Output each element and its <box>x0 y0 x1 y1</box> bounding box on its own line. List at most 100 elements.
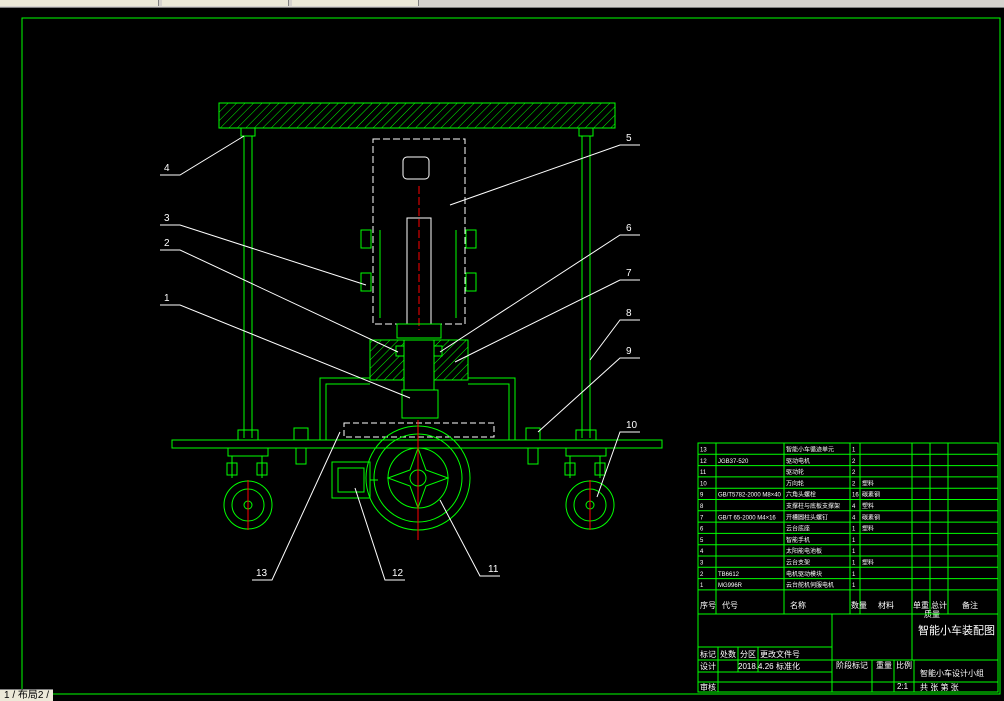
caster-wheel <box>564 456 615 530</box>
parts-cell-name: 云台舵机伺服电机 <box>786 581 834 589</box>
document-tab-strip <box>0 0 1004 8</box>
parts-cell-no: 12 <box>700 459 707 465</box>
parts-cell-material: 塑料 <box>862 559 874 567</box>
parts-cell-name: 太阳能电池板 <box>786 547 822 555</box>
base-plate <box>171 439 663 449</box>
parts-cell-qty: 1 <box>852 538 856 544</box>
parts-cell-qty: 2 <box>852 459 856 465</box>
callout-3: 3 <box>164 213 170 224</box>
callout-1: 1 <box>164 293 170 304</box>
layout-tab[interactable]: 1 / 布局2 / <box>0 689 54 701</box>
parts-cell-name: 智能小车循迹单元 <box>786 446 834 454</box>
parts-header-cell: 总计 <box>931 600 947 610</box>
drawing-border <box>21 17 1001 695</box>
title-block <box>697 613 999 693</box>
parts-cell-name: 开槽圆柱头螺钉 <box>786 513 828 521</box>
organization: 智能小车设计小组 <box>920 668 984 678</box>
parts-cell-no: 13 <box>700 448 707 454</box>
parts-cell-code: JGB37-520 <box>718 459 749 465</box>
parts-header-cell: 材料 <box>878 600 894 610</box>
standardization: 标准化 <box>776 661 800 671</box>
callout-8: 8 <box>626 308 632 319</box>
label-zone: 分区 <box>740 650 756 659</box>
callout-9: 9 <box>626 346 632 357</box>
callout-5: 5 <box>626 133 632 144</box>
parts-cell-qty: 16 <box>852 493 859 499</box>
parts-cell-code: MG996R <box>718 583 743 589</box>
parts-cell-name: 万向轮 <box>786 479 804 487</box>
gimbal-base <box>369 339 469 419</box>
parts-cell-no: 6 <box>700 527 704 533</box>
drive-motor <box>331 461 378 499</box>
label-weight: 重量 <box>876 660 892 670</box>
sheet-info: 共 张 第 张 <box>920 682 959 692</box>
parts-cell-code: TB6612 <box>718 572 740 578</box>
parts-header-cell: 数量 <box>851 600 867 610</box>
document-tab[interactable] <box>0 0 159 6</box>
callout-11: 11 <box>488 564 499 575</box>
leader-lines <box>160 135 640 581</box>
caster-wheel <box>223 456 273 530</box>
parts-cell-name: 智能手机 <box>786 536 810 544</box>
label-mark: 标记 <box>700 649 716 659</box>
parts-cell-qty: 1 <box>852 561 856 567</box>
parts-cell-material: 碳素钢 <box>862 513 880 521</box>
callout-6: 6 <box>626 223 632 234</box>
title-block-text: 智能小车装配图 标记 处数 分区 更改文件号 设计 2018.4.26 标准化 … <box>700 623 995 692</box>
parts-header-cell: 序号 <box>700 600 716 610</box>
parts-cell-name: 六角头螺栓 <box>786 491 816 499</box>
parts-cell-name: 驱动电机 <box>786 457 810 465</box>
callout-10: 10 <box>626 420 638 431</box>
parts-cell-no: 9 <box>700 493 704 499</box>
parts-cell-material: 塑料 <box>862 479 874 487</box>
parts-cell-name: 云台支架 <box>786 559 810 567</box>
document-tab[interactable] <box>162 0 289 6</box>
document-tab[interactable] <box>292 0 419 6</box>
parts-cell-no: 11 <box>700 470 707 476</box>
parts-cell-code: GB/T5782-2000 M8×40 <box>718 493 782 499</box>
callout-7: 7 <box>626 268 632 279</box>
parts-cell-qty: 4 <box>852 515 856 521</box>
parts-cell-qty: 1 <box>852 527 856 533</box>
callout-13: 13 <box>256 568 268 579</box>
parts-header-cell: 代号 <box>722 600 738 610</box>
callout-12: 12 <box>392 568 404 579</box>
callout-2: 2 <box>164 238 170 249</box>
solar-panel <box>218 102 616 129</box>
support-columns <box>240 127 594 438</box>
parts-cell-no: 2 <box>700 572 704 578</box>
callout-labels: 1 2 3 4 5 6 7 8 9 10 11 12 13 <box>164 133 638 579</box>
gimbal-bracket <box>360 229 477 339</box>
parts-cell-no: 1 <box>700 583 704 589</box>
parts-cell-material: 塑料 <box>862 525 874 533</box>
scale-value: 2:1 <box>897 682 909 691</box>
label-doc-no: 更改文件号 <box>760 649 800 659</box>
parts-cell-no: 4 <box>700 549 704 555</box>
drawing-title: 智能小车装配图 <box>918 623 995 637</box>
parts-header-cell: 单重 <box>913 600 929 610</box>
parts-cell-qty: 2 <box>852 470 856 476</box>
parts-cell-qty: 1 <box>852 549 856 555</box>
parts-cell-no: 3 <box>700 561 704 567</box>
label-count: 处数 <box>720 649 736 659</box>
chassis-bracket <box>319 377 516 440</box>
parts-cell-no: 10 <box>700 481 707 487</box>
parts-cell-name: 驱动轮 <box>786 468 804 476</box>
parts-cell-name: 电机驱动模块 <box>786 570 822 578</box>
parts-cell-qty: 1 <box>852 448 856 454</box>
label-check: 审核 <box>700 682 716 692</box>
parts-cell-qty: 2 <box>852 481 856 487</box>
label-design: 设计 <box>700 661 716 671</box>
label-scale: 比例 <box>896 660 912 670</box>
parts-cell-no: 7 <box>700 515 704 521</box>
bolts <box>227 427 607 465</box>
parts-header-cell: 备注 <box>962 600 978 610</box>
date: 2018.4.26 <box>738 662 774 671</box>
parts-cell-name: 支撑柱与底板支撑架 <box>786 502 840 510</box>
smartphone <box>372 138 466 330</box>
parts-cell-qty: 1 <box>852 572 856 578</box>
parts-cell-material: 塑料 <box>862 502 874 510</box>
parts-cell-no: 8 <box>700 504 704 510</box>
